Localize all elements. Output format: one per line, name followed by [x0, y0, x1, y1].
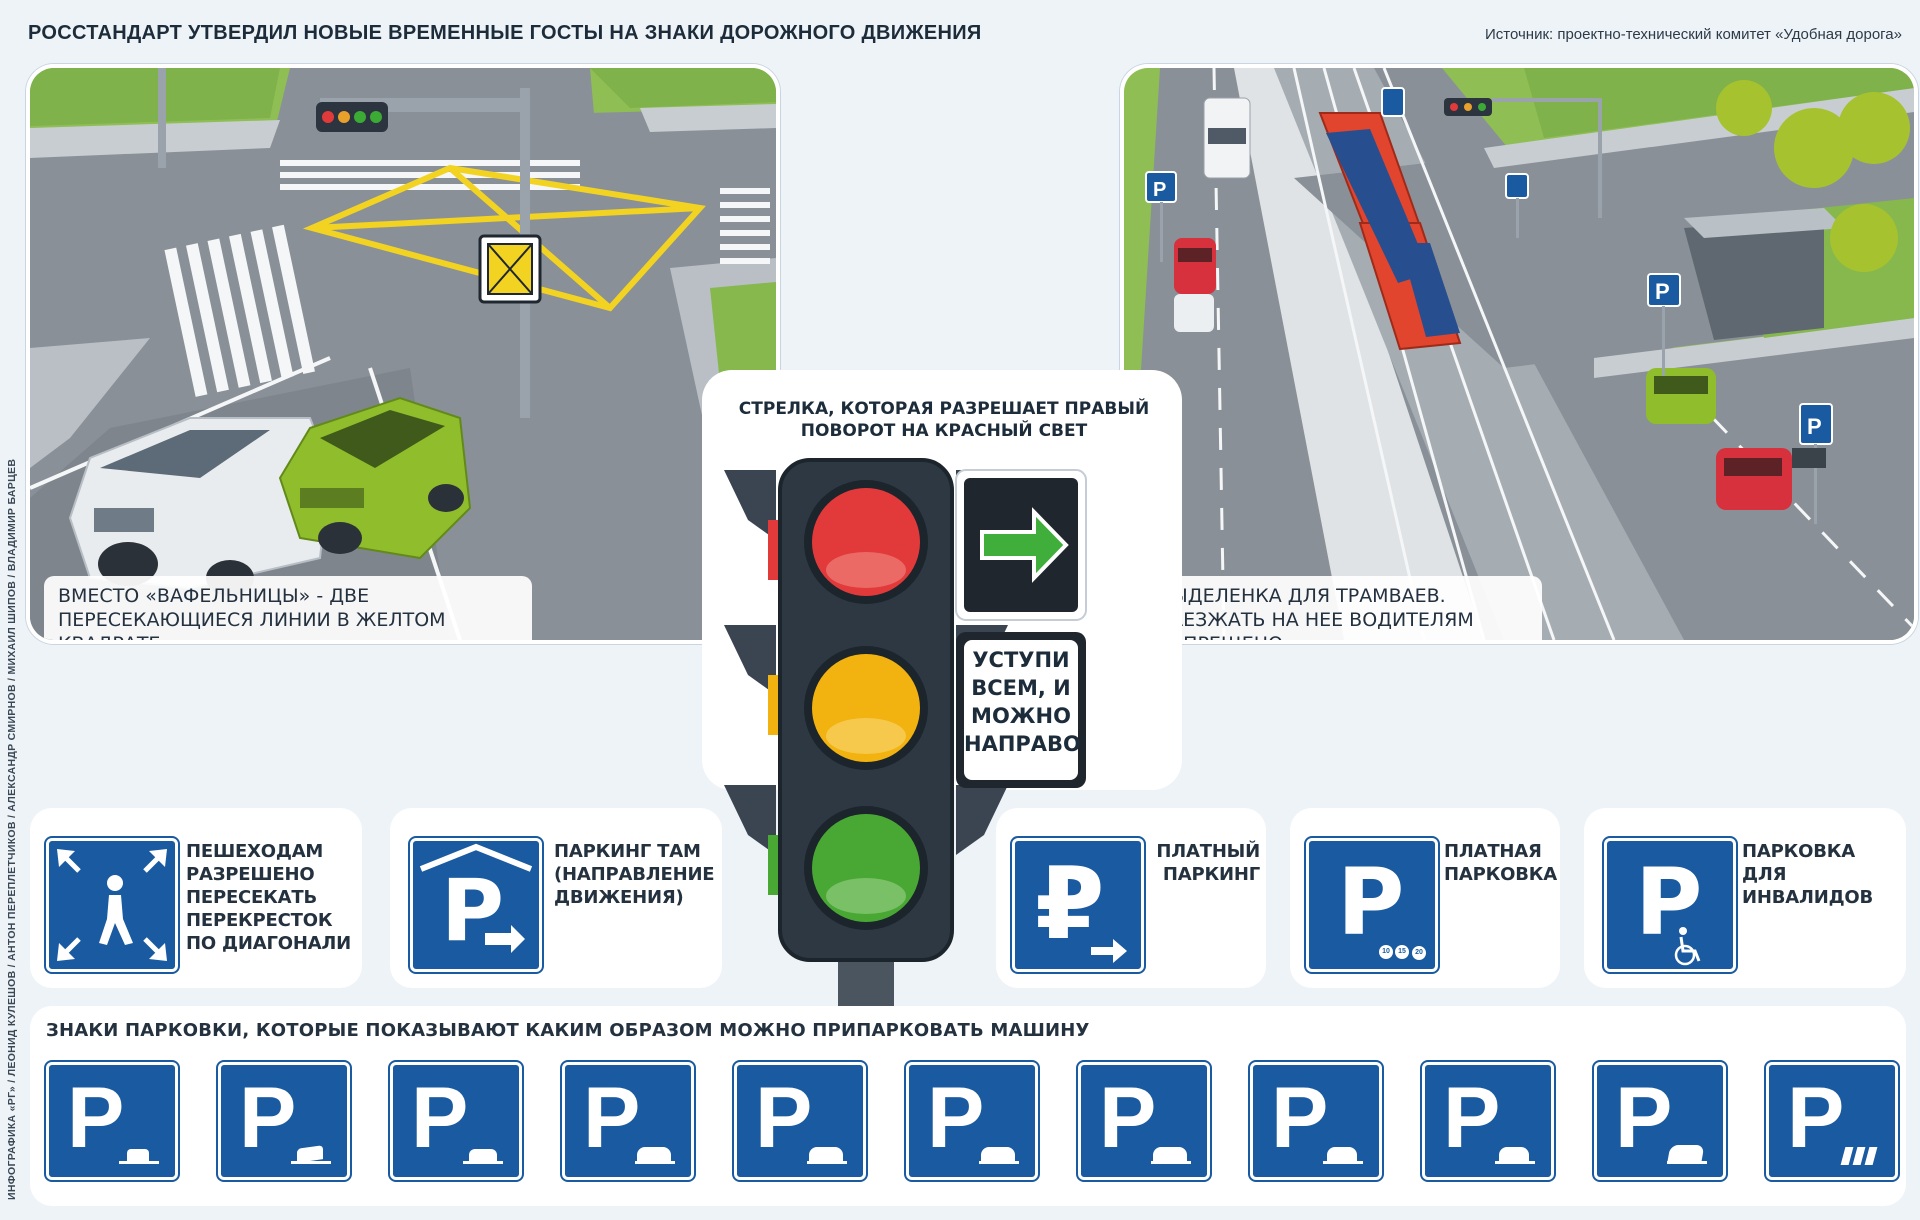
parking-method-letter-6: P	[927, 1070, 985, 1166]
car-shape-8	[1327, 1147, 1357, 1161]
car-icon-1	[119, 1161, 159, 1164]
parking-direction-letter: P	[441, 861, 505, 961]
parking-methods-label: ЗНАКИ ПАРКОВКИ, КОТОРЫЕ ПОКАЗЫВАЮТ КАКИМ…	[46, 1020, 1090, 1041]
traffic-light-caption: СТРЕЛКА, КОТОРАЯ РАЗРЕШАЕТ ПРАВЫЙ ПОВОРО…	[738, 399, 1150, 441]
tram-lane-illustration: P P P ВЫДЕЛЕНКА ДЛЯ ТРАМВАЕВ. ЗАЕЗЖАТЬ Н…	[1120, 64, 1918, 644]
parking-method-sign-7: P	[1078, 1062, 1210, 1180]
car-icon-7	[1151, 1161, 1191, 1164]
parking-direction-label: ПАРКИНГ ТАМ (НАПРАВЛЕНИЕ ДВИЖЕНИЯ)	[554, 841, 715, 908]
parking-method-letter-10: P	[1615, 1070, 1673, 1166]
car-shape-5	[809, 1147, 843, 1161]
paid-parking-label: ПЛАТНЫЙ ПАРКИНГ	[1156, 841, 1260, 885]
parking-direction-svg	[419, 843, 533, 953]
pedestrian-svg	[57, 849, 167, 961]
time-plate-15: 15	[1395, 945, 1409, 959]
parking-method-letter-4: P	[583, 1070, 641, 1166]
parking-method-letter-2: P	[239, 1070, 297, 1166]
disabled-parking-label: ПАРКОВКА ДЛЯ ИНВАЛИДОВ	[1742, 841, 1874, 908]
car-icon-6	[979, 1161, 1019, 1164]
intersection-scene	[30, 68, 776, 640]
credits-text: ИНФОГРАФИКА «РГ» / ЛЕОНИД КУЛЕШОВ / АНТО…	[6, 458, 18, 1200]
paid-parking-letter: ₽	[1035, 845, 1105, 962]
car-shape-1	[127, 1149, 149, 1161]
parking-method-letter-5: P	[755, 1070, 813, 1166]
page-title: РОССТАНДАРТ УТВЕРДИЛ НОВЫЕ ВРЕМЕННЫЕ ГОС…	[28, 22, 982, 44]
paid-parking-hours-icon: P 10 15 20	[1306, 838, 1438, 972]
parking-method-letter-1: P	[67, 1070, 125, 1166]
source-note: Источник: проектно-технический комитет «…	[1484, 26, 1902, 43]
car-icon-2	[291, 1161, 331, 1164]
wheelchair-icon	[1674, 927, 1701, 966]
parking-method-letter-7: P	[1099, 1070, 1157, 1166]
disabled-parking-letter: P	[1635, 849, 1703, 956]
parking-methods-row: P P P P P P P P P P P	[46, 1062, 1906, 1192]
parking-method-sign-2: P	[218, 1062, 350, 1180]
right-panel-sign-letter-3: P	[1807, 414, 1822, 439]
yield-sign-text: УСТУПИ ВСЕМ, И МОЖНО НАПРАВО	[964, 648, 1081, 756]
car-icon-9	[1495, 1161, 1535, 1164]
parking-direction-icon: P	[410, 838, 542, 972]
disabled-parking-icon: P	[1604, 838, 1736, 972]
paid-parking-hours-letter: P	[1337, 849, 1405, 956]
parking-method-letter-8: P	[1271, 1070, 1329, 1166]
car-shape-9	[1499, 1147, 1529, 1161]
time-plate-10: 10	[1379, 945, 1393, 959]
car-icon-8	[1323, 1161, 1363, 1164]
parking-method-letter-3: P	[411, 1070, 469, 1166]
pedestrian-diagonal-icon	[46, 838, 178, 972]
parking-method-sign-4: P	[562, 1062, 694, 1180]
car-shape-6	[981, 1147, 1015, 1161]
left-panel-caption: ВМЕСТО «ВАФЕЛЬНИЦЫ» - ДВЕ ПЕРЕСЕКАЮЩИЕСЯ…	[44, 576, 532, 640]
time-plate-20: 20	[1411, 945, 1427, 961]
car-shape-7	[1153, 1147, 1187, 1161]
parking-method-sign-5: P	[734, 1062, 866, 1180]
parking-method-sign-11: P	[1766, 1062, 1898, 1180]
parking-method-sign-8: P	[1250, 1062, 1382, 1180]
paid-parking-icon: ₽	[1012, 838, 1144, 972]
tram-lane-scene: P P P	[1124, 68, 1914, 640]
car-icon-4	[635, 1161, 675, 1164]
right-panel-sign-letter: P	[1153, 179, 1166, 201]
car-shape-4	[637, 1147, 671, 1161]
parking-method-sign-1: P	[46, 1062, 178, 1180]
parking-method-sign-6: P	[906, 1062, 1038, 1180]
credits-column: ИНФОГРАФИКА «РГ» / ЛЕОНИД КУЛЕШОВ / АНТО…	[2, 360, 24, 1220]
parking-method-sign-3: P	[390, 1062, 522, 1180]
intersection-illustration: ВМЕСТО «ВАФЕЛЬНИЦЫ» - ДВЕ ПЕРЕСЕКАЮЩИЕСЯ…	[26, 64, 780, 644]
paid-parking-arrow-svg	[1091, 939, 1127, 963]
parking-method-letter-9: P	[1443, 1070, 1501, 1166]
paid-parking-hours-label: ПЛАТНАЯ ПАРКОВКА	[1444, 841, 1557, 885]
car-icon-11	[1840, 1147, 1878, 1165]
right-panel-sign-letter-2: P	[1655, 279, 1670, 304]
green-arrow-icon	[980, 507, 1069, 583]
traffic-light	[724, 458, 1087, 1040]
car-icon-10	[1667, 1161, 1707, 1164]
car-shape-3	[469, 1149, 497, 1161]
parking-method-sign-9: P	[1422, 1062, 1554, 1180]
car-shape-10	[1667, 1145, 1705, 1161]
right-panel-caption: ВЫДЕЛЕНКА ДЛЯ ТРАМВАЕВ. ЗАЕЗЖАТЬ НА НЕЕ …	[1144, 576, 1542, 640]
time-plate: 10 15 20	[1379, 945, 1427, 961]
car-icon-3	[463, 1161, 503, 1164]
parking-method-letter-11: P	[1787, 1070, 1845, 1166]
pedestrian-sign-label: ПЕШЕХОДАМ РАЗРЕШЕНО ПЕРЕСЕКАТЬ ПЕРЕКРЕСТ…	[186, 841, 352, 954]
car-icon-5	[807, 1161, 847, 1164]
parking-method-sign-10: P	[1594, 1062, 1726, 1180]
